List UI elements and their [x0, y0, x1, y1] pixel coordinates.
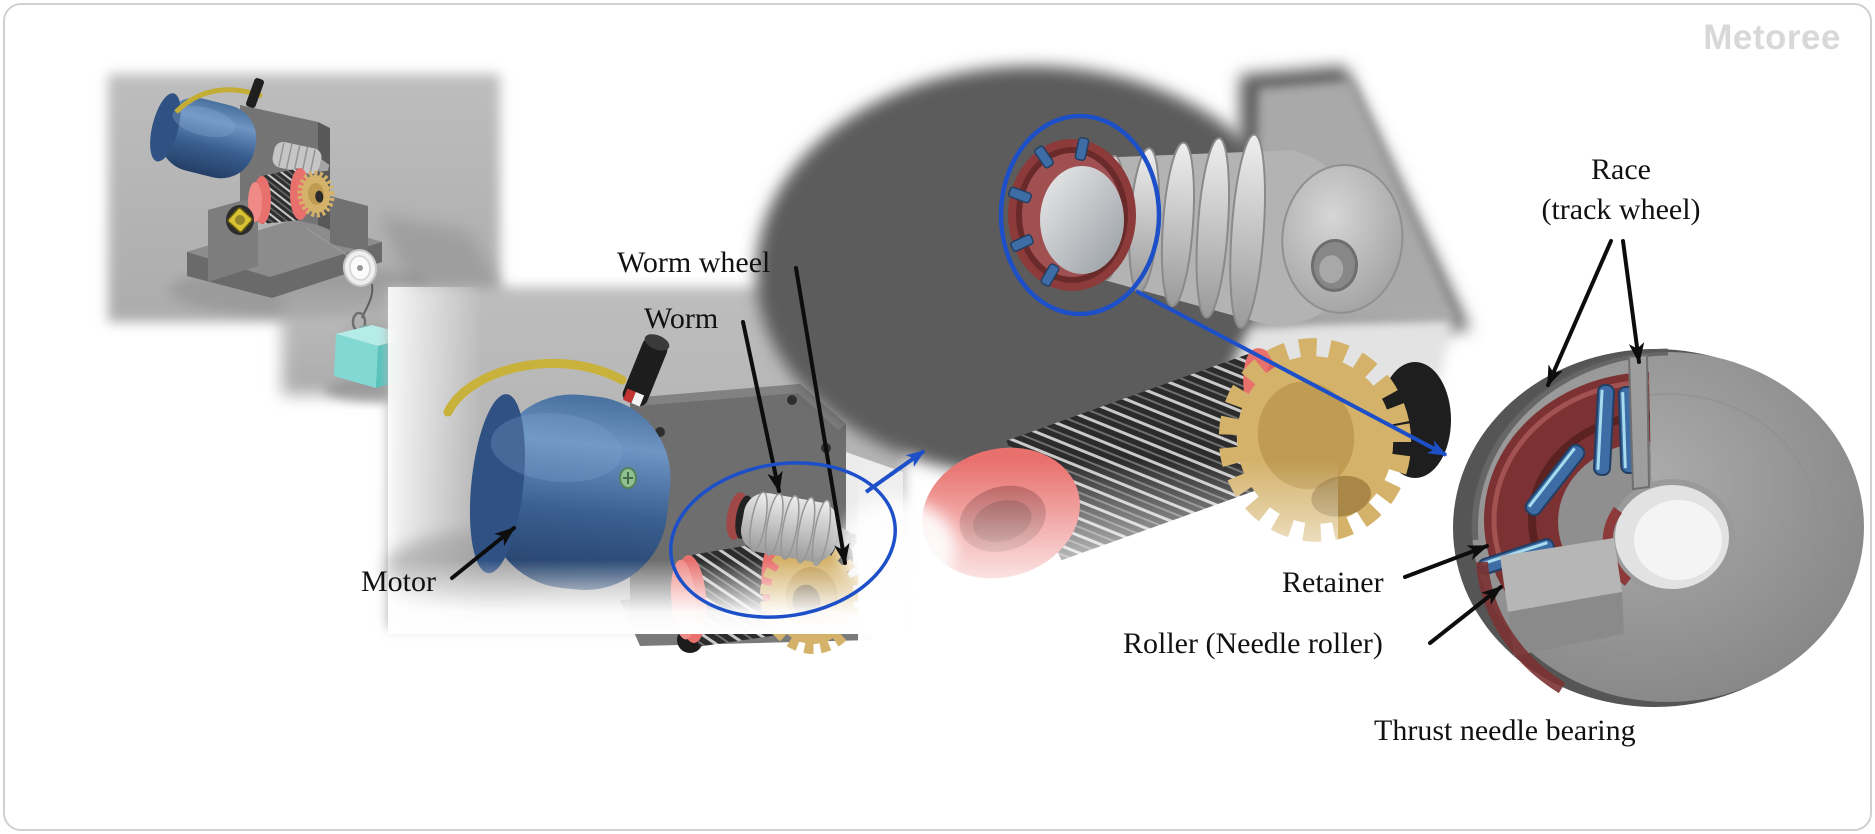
- black-annotations: [450, 239, 1645, 645]
- green-screw: [619, 467, 637, 489]
- race-label-line2: (track wheel): [1541, 192, 1701, 226]
- retainer-arrow: [1403, 544, 1489, 579]
- motor-arrow: [450, 526, 516, 580]
- worm-small: [272, 141, 330, 175]
- race-arrow-left: [1546, 239, 1613, 387]
- blue-annotations: [669, 113, 1448, 619]
- needle-bearing-closeup: [1008, 137, 1136, 291]
- worm-label: Worm: [644, 302, 719, 335]
- zoom-arrow: [864, 449, 926, 494]
- worm-leader: [741, 320, 783, 493]
- metoree-watermark: Metoree: [1703, 18, 1841, 57]
- bolt-yellow: [226, 205, 254, 235]
- needle-rollers-closeup: [1008, 137, 1090, 287]
- worm-wheel-leader: [794, 266, 850, 565]
- gearmotor-small: [150, 78, 382, 298]
- worm-wheel-small: [297, 170, 335, 218]
- knob-small: [246, 78, 264, 108]
- thrust-needle-bearing: [1453, 348, 1864, 707]
- motor-label: Motor: [361, 565, 436, 598]
- race-label-line1: Race: [1591, 153, 1651, 186]
- cut-slot: [1627, 353, 1651, 491]
- bearing-highlight-circle: [998, 113, 1162, 317]
- cut-ledge: [1500, 538, 1622, 612]
- zoom-bubble: [756, 66, 1470, 660]
- roller-arrow: [1428, 585, 1503, 645]
- worm-wheel-label: Worm wheel: [617, 246, 771, 279]
- knob: [622, 334, 670, 407]
- motor-body-small: [150, 93, 257, 179]
- closeup-highlight-ellipse: [669, 461, 897, 619]
- thrust-needle-bearing-label: Thrust needle bearing: [1374, 714, 1636, 747]
- bearing-hub: [1040, 166, 1124, 274]
- race-arrow-right: [1621, 239, 1645, 364]
- carry-handle: [443, 358, 627, 417]
- exploded-view-arrow: [1135, 289, 1448, 457]
- race-label: Race (track wheel): [1516, 150, 1726, 229]
- roller-label: Roller (Needle roller): [1123, 627, 1383, 660]
- retainer-label: Retainer: [1282, 566, 1384, 599]
- pulley: [342, 249, 378, 287]
